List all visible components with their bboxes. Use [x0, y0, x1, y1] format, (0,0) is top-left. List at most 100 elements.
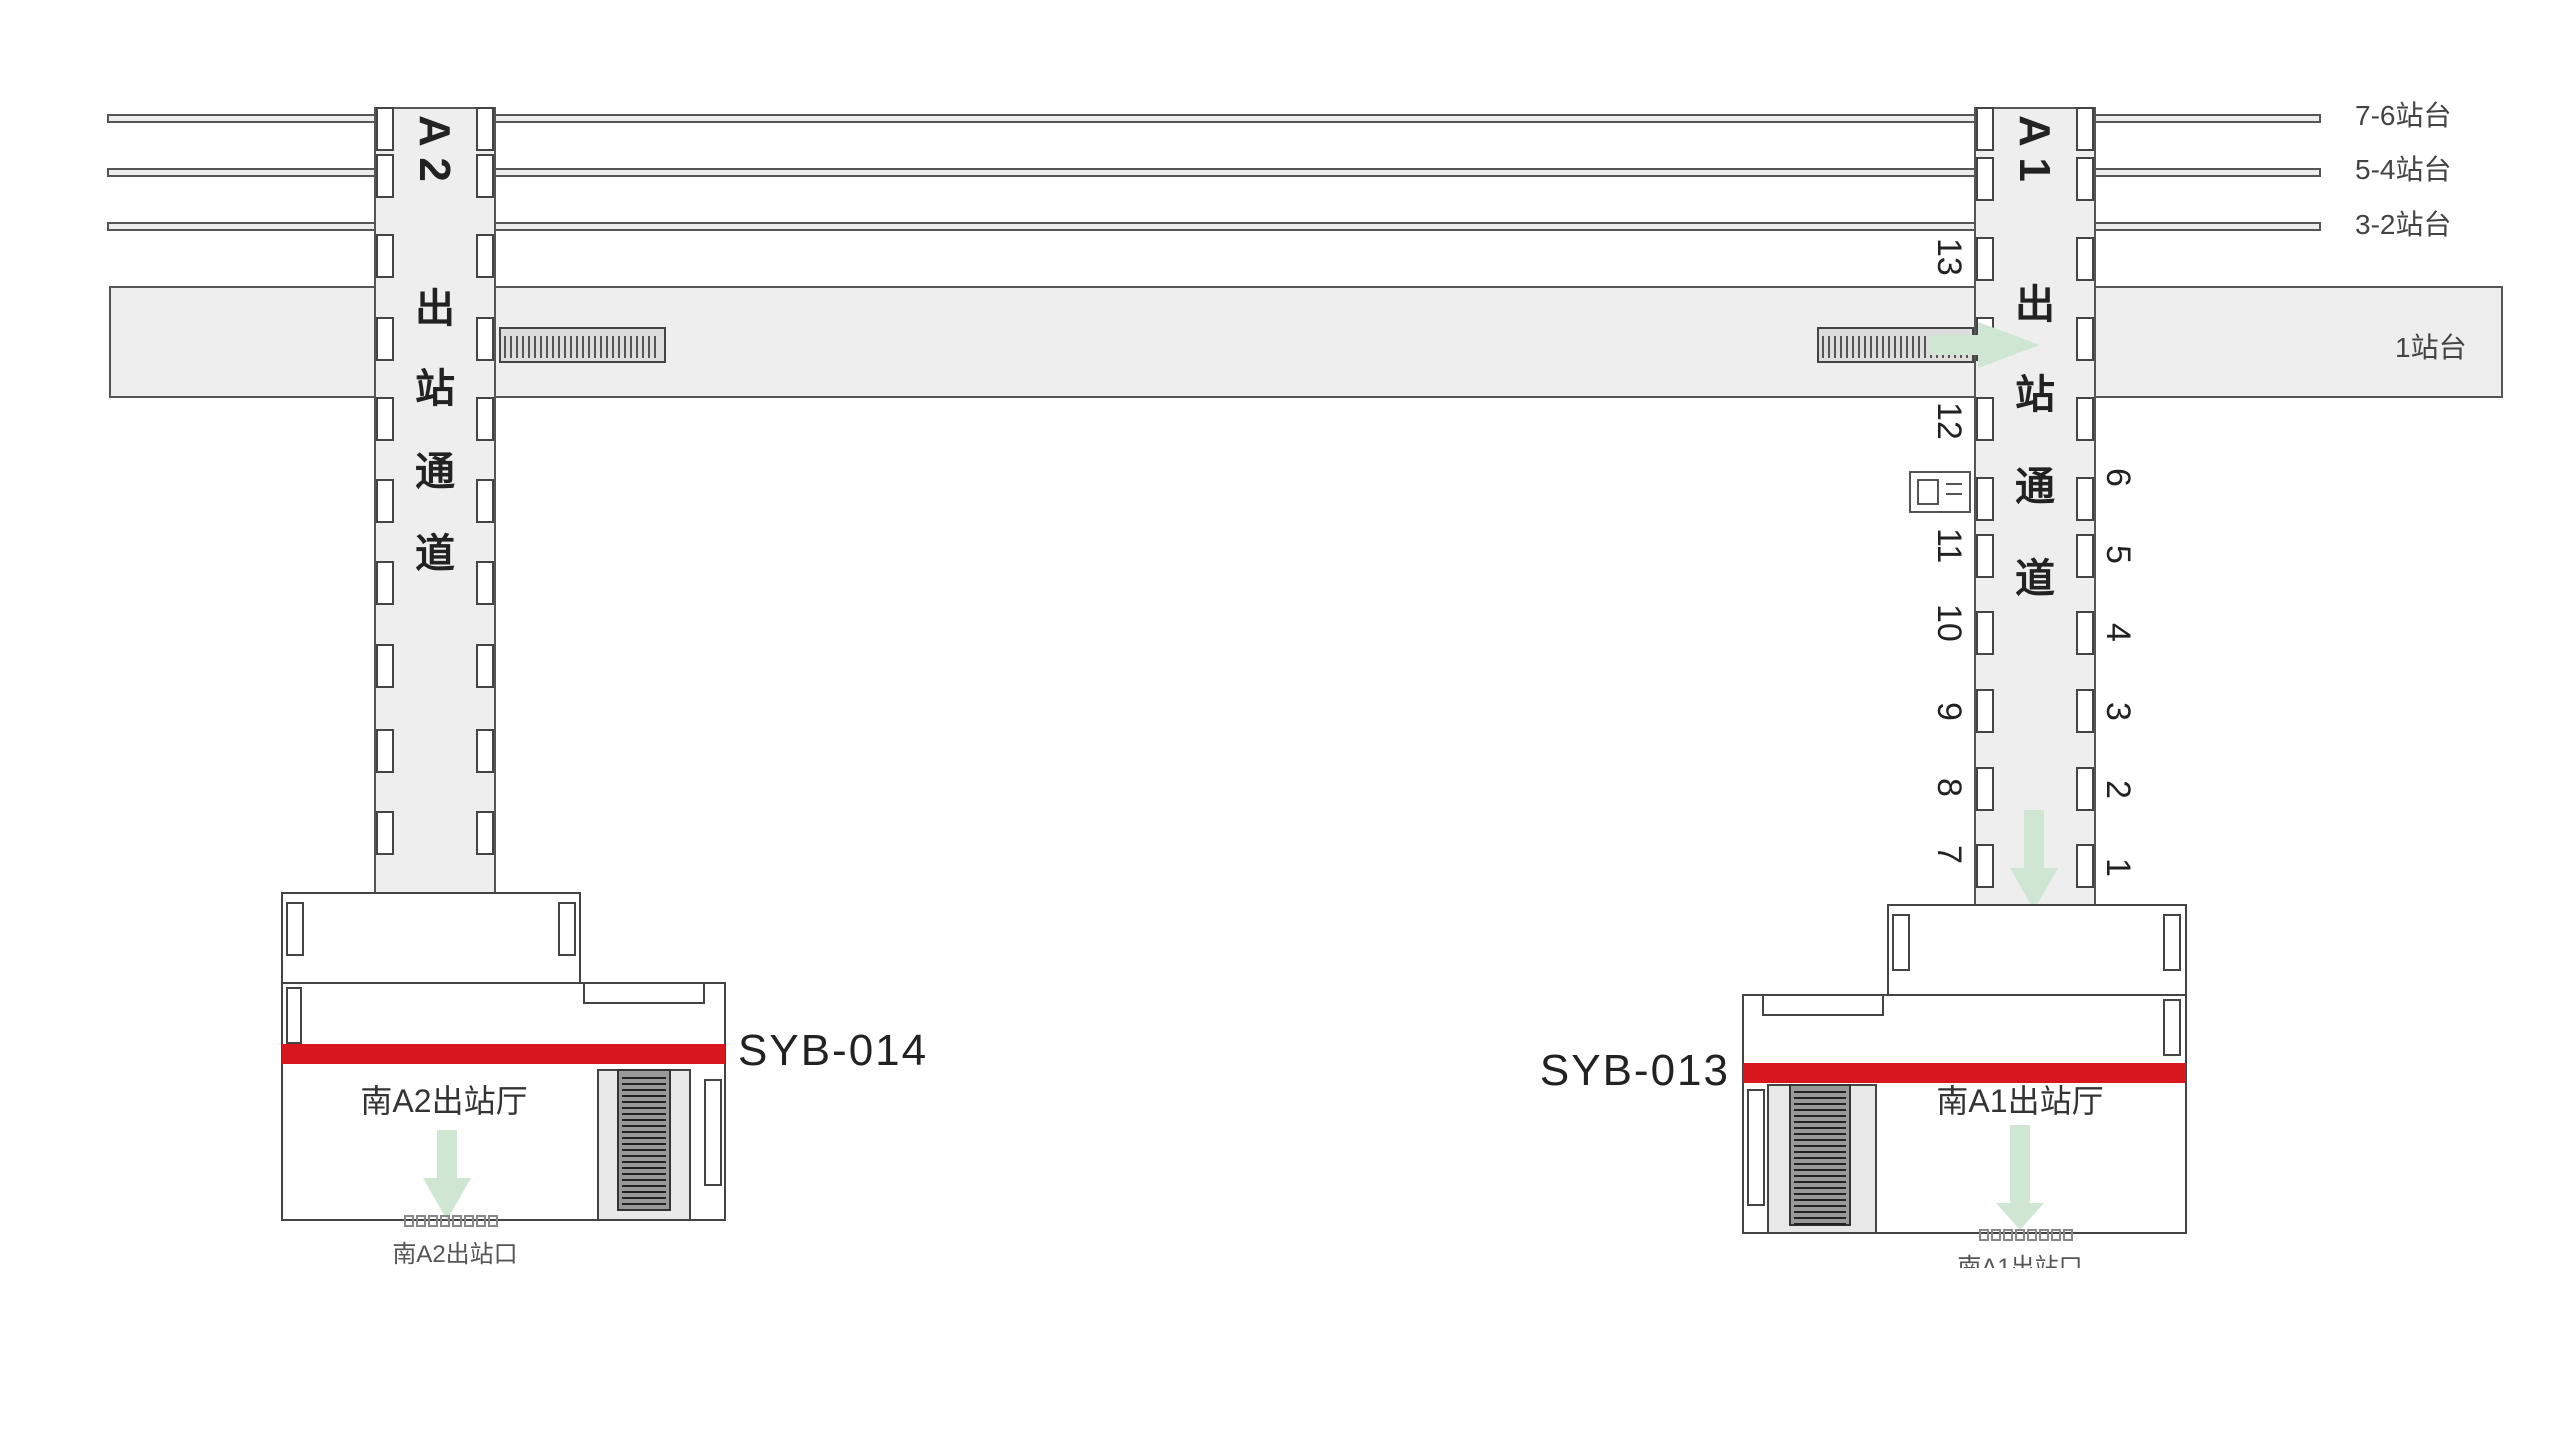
exit-gate-a1 [1979, 1229, 2073, 1241]
door-slot [2076, 157, 2094, 201]
corridor-a2-code: A 2 [410, 115, 459, 182]
exit-gate-a2 [404, 1215, 498, 1227]
corridor-a1-char: 道 [2015, 557, 2055, 601]
door-slot [476, 479, 494, 523]
door-slot [376, 317, 394, 361]
door-number: 8 [1930, 778, 1968, 797]
escalator-a2-platform [499, 327, 666, 363]
corridor-a2-char: 通 [415, 450, 455, 494]
corridor-a2-char: 站 [415, 367, 455, 411]
corridor-a1-doors [1976, 107, 2094, 888]
gate-slot [2003, 1229, 2013, 1241]
corridor-a1-code: A 1 [2010, 115, 2059, 182]
platform-label-54: 5-4站台 [2355, 154, 2451, 185]
door-slot [1976, 477, 1994, 521]
escalator-a2-hall [597, 1069, 691, 1221]
door-slot [376, 561, 394, 605]
gate-slot [2039, 1229, 2049, 1241]
door-number: 9 [1930, 702, 1968, 721]
arrow-down-icon [423, 1130, 471, 1220]
door-slot [476, 317, 494, 361]
gate-slot [464, 1215, 474, 1227]
platform-line-76 [107, 114, 2321, 123]
door-slot [1976, 107, 1994, 151]
door-slot [2076, 317, 2094, 361]
door-number: 3 [2099, 702, 2137, 721]
arrow-down-icon [2010, 810, 2058, 910]
door-slot [476, 107, 494, 151]
door-slot [476, 154, 494, 198]
gate-slot [2051, 1229, 2061, 1241]
door-slot [376, 479, 394, 523]
door-slot [2076, 477, 2094, 521]
corridor-a2-char: 出 [415, 287, 455, 331]
arrow-right-icon [1930, 322, 2040, 368]
door-number: 6 [2099, 468, 2137, 487]
door-slot [476, 811, 494, 855]
hall-a2-red-strip [282, 1044, 725, 1064]
door-slot [2076, 844, 2094, 888]
door-number: 2 [2099, 780, 2137, 799]
gate-slot [2027, 1229, 2037, 1241]
door-slot [1976, 397, 1994, 441]
door-slot [2076, 611, 2094, 655]
hall-a2-label: 南A2出站厅 [360, 1083, 527, 1119]
door-slot [376, 811, 394, 855]
door-number: 4 [2099, 623, 2137, 642]
door-slot [1976, 157, 1994, 201]
door-number: 11 [1930, 528, 1968, 563]
door-number: 1 [2099, 858, 2137, 877]
platform-label-32: 3-2站台 [2355, 209, 2451, 240]
gate-slot [440, 1215, 450, 1227]
door-slot [1976, 237, 1994, 281]
gate-slot [2063, 1229, 2073, 1241]
door-slot [2076, 107, 2094, 151]
gate-slot [1979, 1229, 1989, 1241]
gate-slot [404, 1215, 414, 1227]
door-slot [2076, 534, 2094, 578]
door-slot [376, 644, 394, 688]
escalator-a1-hall [1767, 1084, 1877, 1234]
door-slot [376, 154, 394, 198]
gate-slot [428, 1215, 438, 1227]
door-slot [1976, 767, 1994, 811]
door-slot [2076, 767, 2094, 811]
corridor-a1-char: 站 [2015, 373, 2055, 417]
door-number: 12 [1930, 402, 1968, 440]
door-slot [1976, 689, 1994, 733]
door-number: 13 [1930, 238, 1968, 276]
door-slot [2076, 689, 2094, 733]
corridor-a1-char: 通 [2015, 465, 2055, 509]
door-slot [376, 729, 394, 773]
hall-a2-exit-label: 南A2出站口 [392, 1241, 517, 1268]
crop-cover [1900, 1268, 2140, 1308]
door-slot [476, 234, 494, 278]
door-slot [2076, 237, 2094, 281]
gate-slot [416, 1215, 426, 1227]
gate-slot [488, 1215, 498, 1227]
gate-slot [452, 1215, 462, 1227]
door-slot [376, 234, 394, 278]
door-slot [1976, 534, 1994, 578]
sign-icon [1909, 471, 1971, 513]
corridor-a1-char: 出 [2015, 283, 2055, 327]
door-slot [1976, 611, 1994, 655]
door-slot [1976, 844, 1994, 888]
corridor-a2-char: 道 [415, 532, 455, 576]
platform-lines [107, 114, 2321, 231]
hall-a2-code: SYB-014 [738, 1026, 928, 1075]
arrow-down-icon [1996, 1125, 2044, 1230]
corridor-a2-doors [376, 107, 494, 855]
door-slot [476, 644, 494, 688]
corridor-a1 [1974, 107, 2096, 909]
door-slot [2076, 397, 2094, 441]
hall-a1-red-strip [1743, 1063, 2186, 1083]
door-slot [476, 561, 494, 605]
platform-label-1: 1站台 [2395, 332, 2467, 363]
door-number: 10 [1930, 604, 1968, 642]
gate-slot [2015, 1229, 2025, 1241]
door-slot [376, 397, 394, 441]
door-number: 7 [1930, 845, 1968, 864]
